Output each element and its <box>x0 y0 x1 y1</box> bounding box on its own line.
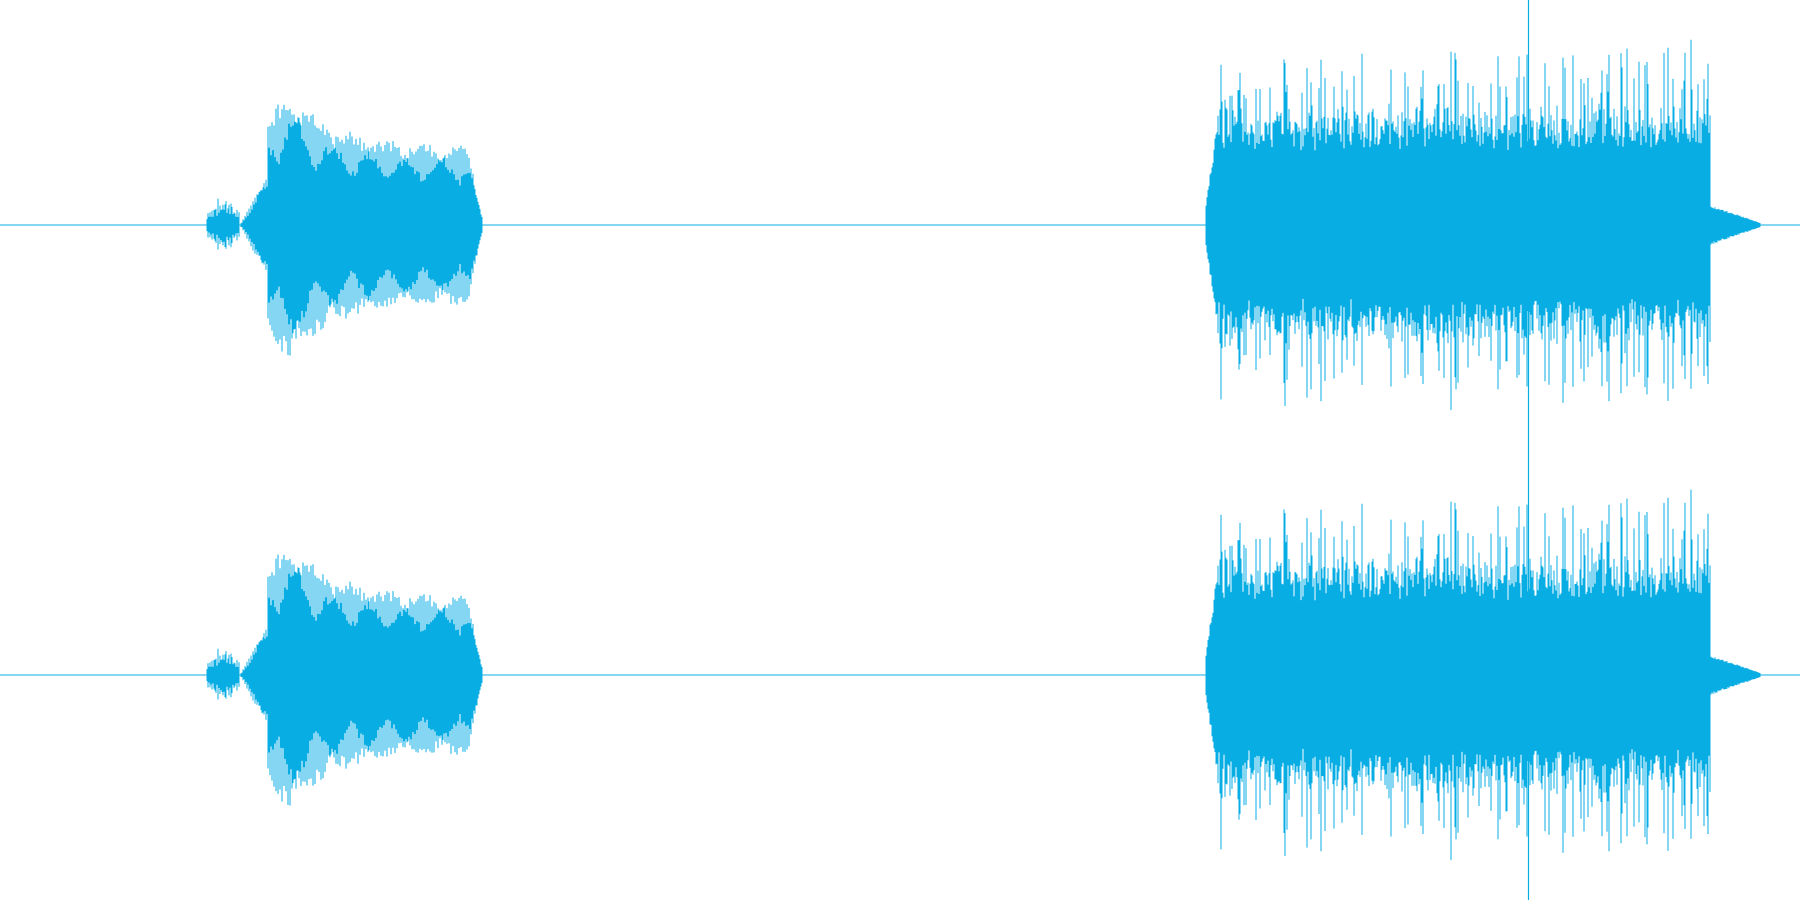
channel-2-waveform[interactable] <box>0 489 1800 861</box>
noise-burst-waveform <box>1205 489 1761 861</box>
channel-1-waveform[interactable] <box>0 39 1800 411</box>
noise-burst-waveform <box>1205 39 1761 411</box>
tone-burst-waveform <box>206 554 483 806</box>
tone-burst-waveform <box>206 104 483 356</box>
